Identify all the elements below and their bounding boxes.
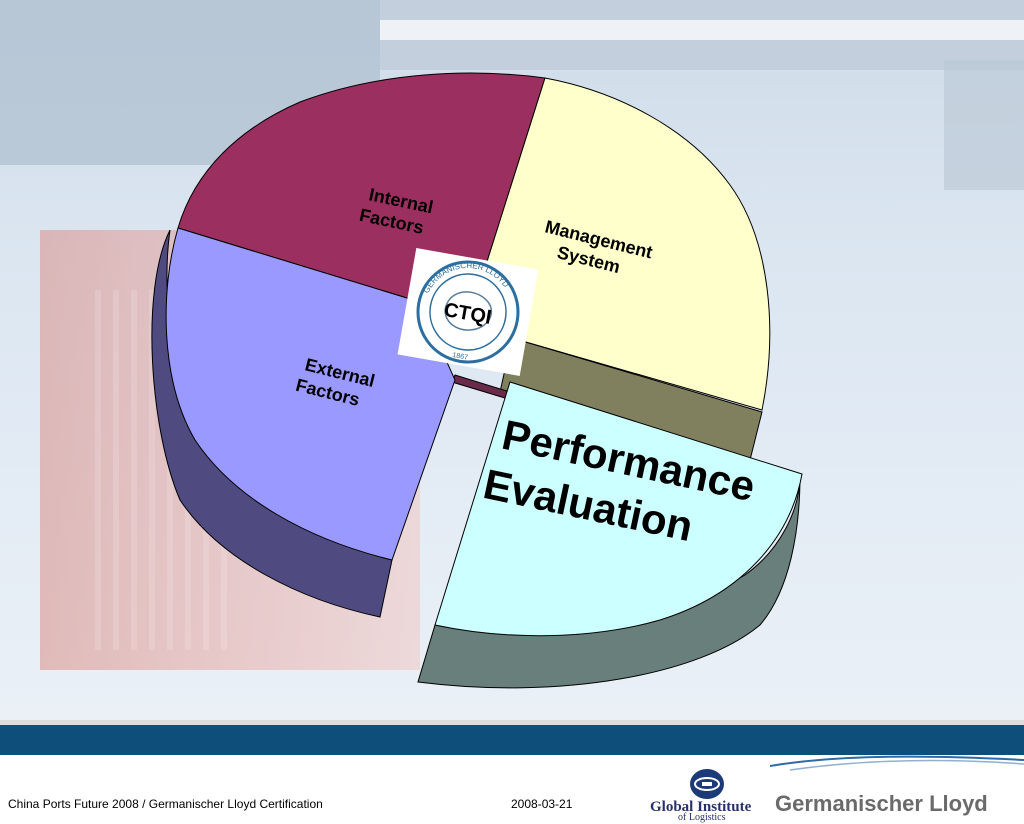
segment-external bbox=[165, 227, 456, 561]
footer-event-text: China Ports Future 2008 / Germanischer L… bbox=[8, 797, 323, 811]
footer-date: 2008-03-21 bbox=[511, 797, 573, 811]
global-institute-sub: of Logistics bbox=[678, 812, 726, 823]
segment-internal bbox=[177, 72, 546, 303]
global-institute-name: Global Institute bbox=[650, 799, 752, 815]
segment-management bbox=[484, 77, 771, 411]
crane-structure-right bbox=[944, 60, 1024, 190]
germanischer-lloyd-seal: GERMANISCHER LLOYD 1867 CTQI bbox=[397, 248, 539, 376]
seal-inner-ring bbox=[429, 273, 507, 351]
wave-graphic bbox=[770, 755, 1024, 771]
seal-year: 1867 bbox=[452, 352, 469, 362]
footer-band-highlight bbox=[0, 720, 1024, 725]
global-institute-logo-icon bbox=[690, 769, 724, 799]
footer-band bbox=[0, 725, 1024, 755]
seal-outer-ring bbox=[416, 260, 520, 364]
segment-performance bbox=[434, 381, 803, 637]
seal-map-outline bbox=[444, 291, 492, 331]
crane-beam-highlight bbox=[380, 20, 1024, 40]
ctqi-pie-diagram: Internal Factors Management System Exter… bbox=[151, 72, 803, 689]
germanischer-lloyd-brand: Germanischer Lloyd bbox=[775, 791, 988, 816]
